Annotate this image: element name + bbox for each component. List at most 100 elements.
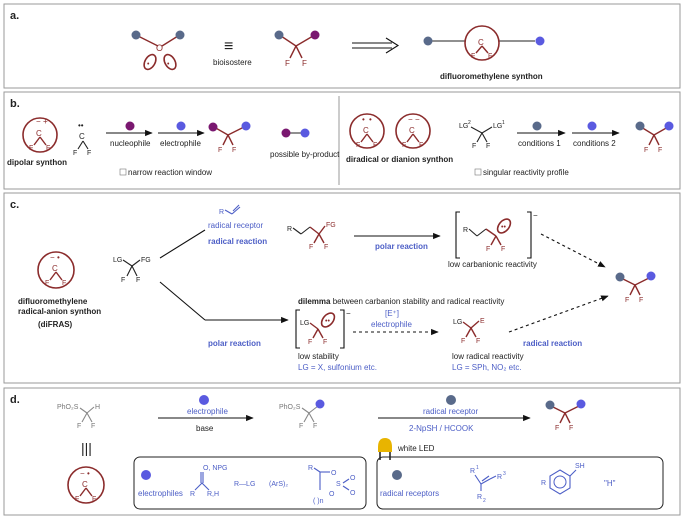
conditions2-label: conditions 2 <box>573 139 616 148</box>
product-structure: F F <box>208 121 251 154</box>
electrophile-dot <box>141 470 151 480</box>
carbon-atom: C <box>478 38 484 47</box>
panel-c-frame <box>3 192 681 384</box>
electrophiles-box-frame <box>133 456 367 510</box>
leaving-group: LG <box>453 319 462 326</box>
leaving-group-1-index: 1 <box>502 120 505 126</box>
radical-receptors-box: radical receptors R 1 R 3 R 2 SH <box>376 456 664 510</box>
fluorine-atom: F <box>45 280 49 287</box>
leaving-group: LG <box>113 257 122 264</box>
r-group: R <box>497 474 502 481</box>
fluorine-atom: F <box>91 423 95 430</box>
nucleophile-label: nucleophile <box>110 139 151 148</box>
difras-label-line1: difluoromethylene <box>18 297 88 306</box>
fluorine-atom: F <box>62 280 66 287</box>
minus-charge: − <box>80 469 85 478</box>
r-index: 2 <box>483 498 486 504</box>
r-group: R <box>463 227 468 234</box>
fluorine-atom: F <box>486 143 490 150</box>
oxygen-atom: O <box>350 490 356 497</box>
byproduct-structure <box>281 128 310 138</box>
radical-dot: • <box>87 469 90 478</box>
difras-synthon-small: − • C F F <box>67 466 105 504</box>
singular-label: singular reactivity profile <box>483 168 569 177</box>
carbanion-top: − R •• F F <box>455 211 538 259</box>
phso2-cf2h-reagent: PhO₂S H F F <box>57 404 100 430</box>
fluorine-atom: F <box>402 142 406 149</box>
fluorine-atom: F <box>639 297 643 304</box>
carbonyl-substituent: O, NPG <box>203 465 228 472</box>
panel-c-label: c. <box>10 199 19 211</box>
lone-pair: •• <box>501 224 506 231</box>
panel-a-label: a. <box>10 10 19 22</box>
electrophiles-label: electrophiles <box>138 489 183 498</box>
nucleophile-dot <box>125 121 135 131</box>
disulfide: (ArS)₂ <box>269 481 288 488</box>
minus-charge: − <box>415 115 420 124</box>
panel-d-frame <box>3 387 681 516</box>
fluorine-atom: F <box>73 150 77 157</box>
r-group: R <box>470 468 475 475</box>
fluorine-atom: F <box>476 338 480 345</box>
adduct-structure: R FG F F <box>287 222 336 251</box>
lg-x-label: LG = X, sulfonium etc. <box>298 363 377 372</box>
panel-c: c. − • C F F difluoromethylene radical-a… <box>3 192 681 384</box>
carbon-atom: C <box>79 132 85 141</box>
checkbox-icon <box>119 168 127 176</box>
diradical-synthon: • • C F F <box>349 113 385 149</box>
conditions1-label: conditions 1 <box>518 139 561 148</box>
radical-reaction-bottom: radical reaction <box>523 339 582 348</box>
panel-a-frame <box>3 3 681 89</box>
plus-charge: + <box>43 117 48 126</box>
white-led-label: white LED <box>397 444 435 453</box>
fluorine-atom: F <box>644 147 648 154</box>
oxygen-atom: O <box>329 491 335 498</box>
oxygen-atom: O <box>156 43 163 53</box>
diradical-label: diradical or dianion synthon <box>346 155 453 164</box>
narrow-window-label: narrow reaction window <box>128 168 212 177</box>
fluorine-atom: F <box>302 59 307 68</box>
fluorine-atom: F <box>232 147 236 154</box>
thiophenol: SH R <box>541 463 585 495</box>
fluorine-atom: F <box>323 339 327 346</box>
oxygen-structure: O • • <box>131 30 185 71</box>
carbon-atom: C <box>36 129 42 138</box>
carbon-atom: C <box>52 264 58 273</box>
minus-charge: − <box>533 211 538 220</box>
lg-sph-label: LG = SPh, NO₂ etc. <box>452 363 522 372</box>
oxygen-atom: O <box>331 470 337 477</box>
cyclic-sulfate: R O S O O O ( )n <box>308 465 356 505</box>
carbon-atom: C <box>363 126 369 135</box>
functional-group: FG <box>141 257 151 264</box>
hydrogen-source-label: "H" <box>604 479 616 488</box>
checkbox-icon <box>474 168 482 176</box>
oxygen-atom: O <box>350 475 356 482</box>
led-bulb-icon <box>378 438 392 460</box>
electrophile-label: electrophile <box>160 139 201 148</box>
lone-pair-dot: • <box>147 61 150 68</box>
conditions1-dot <box>532 121 542 131</box>
panel-d-label: d. <box>10 394 20 406</box>
bioisostere-label: bioisostere <box>213 58 252 67</box>
dashed-arrow-top <box>540 233 606 268</box>
fluorine-atom: F <box>285 59 290 68</box>
ring-size-index: ( )n <box>313 498 324 505</box>
difluoromethylene-synthon: C F F <box>423 25 545 61</box>
alkene-receptor: R <box>219 204 241 216</box>
equivalence-symbol: ≡ <box>224 38 233 55</box>
difras-synthon: − • C F F <box>37 251 75 289</box>
fluorine-atom: F <box>92 496 96 503</box>
electrophile-group: E <box>480 318 485 325</box>
lg-cf2-fg-reagent: LG FG F F <box>113 257 151 284</box>
low-radical-label: low radical reactivity <box>452 352 524 361</box>
electrophile-dot <box>199 395 209 405</box>
r-index: 1 <box>476 465 479 471</box>
r-group: R <box>477 494 482 501</box>
hydrogen-atom: H <box>95 404 100 411</box>
sulfur-atom: S <box>336 481 341 488</box>
r-group: R <box>287 226 292 233</box>
panel-b: b. − + C F F dipolar synthon •• C F F nu… <box>3 91 681 190</box>
dianion-synthon: − − C F F <box>395 113 431 149</box>
substituent-dot <box>131 30 141 40</box>
polar-reaction-bottom: polar reaction <box>208 339 261 348</box>
